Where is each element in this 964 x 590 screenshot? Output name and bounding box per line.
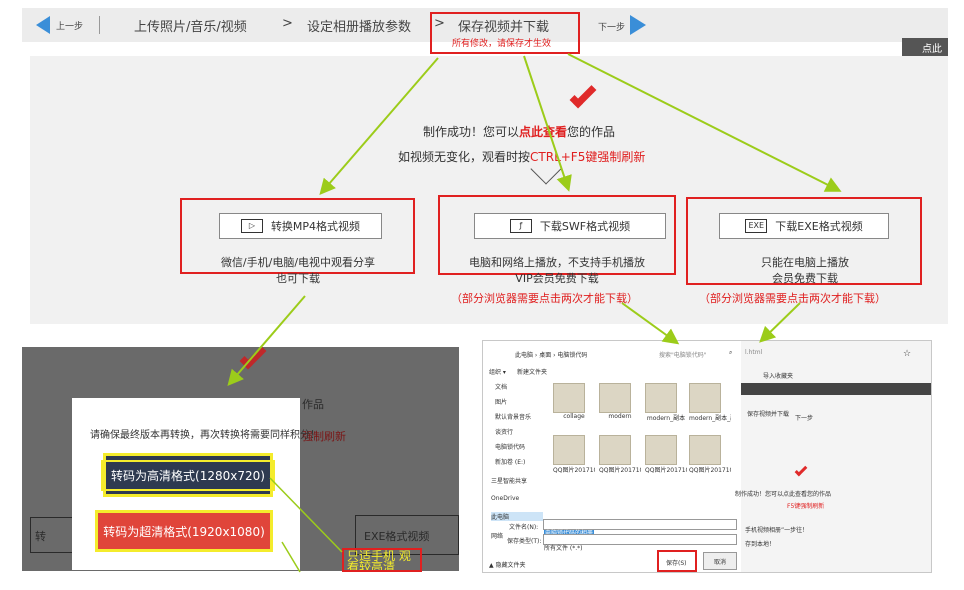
flash-icon: ƒ [509,219,532,233]
swf-warning: （部分浏览器需要点击两次才能下载） [451,292,638,305]
swf-description: 电脑和网络上播放，不支持手机播放 VIP会员免费下载 [469,256,645,285]
file-item[interactable]: modern_副本_副本 [689,383,731,422]
new-folder-button[interactable]: 新建文件夹 [517,369,548,376]
success-panel [30,56,948,324]
divider [99,16,100,34]
search-field[interactable]: 搜索"电脑锁代码" [659,352,707,359]
bg-text: 作品 [302,398,324,411]
file-item[interactable]: QQ图片20171031115040 [553,435,595,474]
file-item[interactable]: modern_副本 [645,383,687,422]
arrow-to-swf [523,55,572,192]
tree-item[interactable]: 默认背景音乐 [495,414,532,421]
filetype-select[interactable]: 所有文件 (*.*) [543,534,737,552]
exe-icon: EXE [745,219,768,233]
view-work-link[interactable]: 点此查看 [519,125,568,139]
tree-item[interactable]: 文档 [495,384,508,391]
convert-hd-button[interactable]: 转码为高清格式(1280x720) [101,453,275,497]
play-icon: ▷ [240,219,263,233]
save-step-highlight[interactable]: 保存视频并下载 所有修改，请保存才生效 [430,12,580,54]
tree-item[interactable]: 此电脑 [491,512,543,521]
address-bar[interactable]: l.html [745,349,763,356]
step-settings[interactable]: 设定相册播放参数 [307,20,412,35]
prev-arrow-icon[interactable] [36,16,50,34]
prev-step-button[interactable]: 上一步 [56,22,84,32]
tree-item[interactable]: OneDrive [491,495,520,502]
bg-text: 强制刷新 [302,430,346,443]
arrow-to-file-dialog [621,302,680,345]
swf-option-box [438,195,676,275]
phone-note: 只适手机 观看较高清 [342,548,422,572]
file-item[interactable]: collage [553,383,595,420]
path-breadcrumb[interactable]: 此电脑 › 桌面 › 电脑锁代码 [515,352,588,359]
file-item[interactable]: QQ图片20171031115050_副本 [689,435,731,474]
bg-side-text: 存到本地！ [745,541,776,548]
filetype-label: 保存类型(T): [507,538,542,545]
folder-tree: 文档 图片 默认背景音乐 谈资行 电脑锁代码 新加卷 (E:) 三星智能共享 O… [487,379,543,540]
step-separator: > [434,16,445,31]
bg-success-text: 制作成功！您可以点此查看您的作品 [735,491,832,498]
exe-option-box [686,197,922,285]
next-step-button[interactable]: 下一步 [598,23,626,33]
download-exe-button[interactable]: EXE 下载EXE格式视频 [719,213,889,239]
bg-refresh-text: F5键强制刷新 [787,503,825,510]
arrow-to-phone-note [269,477,343,553]
step-separator: > [282,16,293,31]
cancel-button[interactable]: 取消 [703,552,737,570]
file-item[interactable]: QQ图片20171031115050 [645,435,687,474]
organize-menu[interactable]: 组织 ▾ [489,369,506,376]
arrow-to-exe [567,53,842,192]
file-item[interactable]: QQ图片20171031115047 [599,435,641,474]
step-upload[interactable]: 上传照片/音乐/视频 [134,20,247,35]
arrow-to-phone-note [281,541,301,573]
arrow-to-file-dialog [759,302,801,343]
tree-item[interactable]: 新加卷 (E:) [495,459,526,466]
save-step-note: 所有修改，请保存才生效 [452,39,552,49]
mp4-description: 微信/手机/电脑/电视中观看分享 也可下载 [220,256,376,285]
save-button[interactable]: 保存(S) [657,550,697,572]
bg-exe-button: EXE格式视频 [355,515,459,555]
step-save[interactable]: 保存视频并下载 [458,20,550,35]
exe-warning: （部分浏览器需要点击两次才能下载） [699,292,886,305]
arrow-to-convert-dialog [227,295,306,387]
tip-button[interactable]: 点此 [902,38,948,56]
tree-item[interactable]: 网络 [491,533,504,540]
site-header-bar [741,383,931,395]
file-item[interactable]: modern [599,383,641,420]
convert-mp4-button[interactable]: ▷ 转换MP4格式视频 [219,213,382,239]
mp4-option-box [180,198,415,274]
bg-step-save: 保存视频并下载 [747,411,790,418]
bg-side-text: 手机视频相册”一步往！ [745,527,809,534]
bg-next-step: 下一步 [795,415,814,422]
convert-notice: 请确保最终版本再转换，再次转换将需要同样积分！ [90,430,320,441]
filename-label: 文件名(N): [509,524,539,531]
star-icon[interactable]: ☆ [903,349,912,359]
tree-item[interactable]: 电脑锁代码 [495,444,526,451]
tree-item[interactable]: 图片 [495,399,508,406]
hide-folders-toggle[interactable]: ▲ 隐藏文件夹 [489,562,526,569]
tree-item[interactable]: 谈资行 [495,429,514,436]
bookmark-import-link[interactable]: 导入收藏夹 [763,373,794,380]
convert-uhd-button[interactable]: 转码为超清格式(1920x1080) [95,510,273,552]
search-icon[interactable]: ⌕ [729,349,733,356]
save-file-dialog-screenshot: 此电脑 › 桌面 › 电脑锁代码 搜索"电脑锁代码" ⌕ 组织 ▾ 新建文件夹 … [482,340,932,573]
file-grid: collage modern modern_副本 modern_副本_副本 QQ… [549,383,735,523]
tree-item[interactable]: 三星智能共享 [491,478,528,485]
arrow-to-mp4 [319,57,439,196]
success-message: 制作成功！您可以点此查看您的作品 [423,125,616,139]
download-swf-button[interactable]: ƒ 下载SWF格式视频 [474,213,666,239]
exe-description: 只能在电脑上播放 会员免费下载 [761,256,849,285]
next-arrow-icon[interactable] [630,15,646,35]
filename-input[interactable]: 电脑锁代码的相册 [543,519,737,537]
